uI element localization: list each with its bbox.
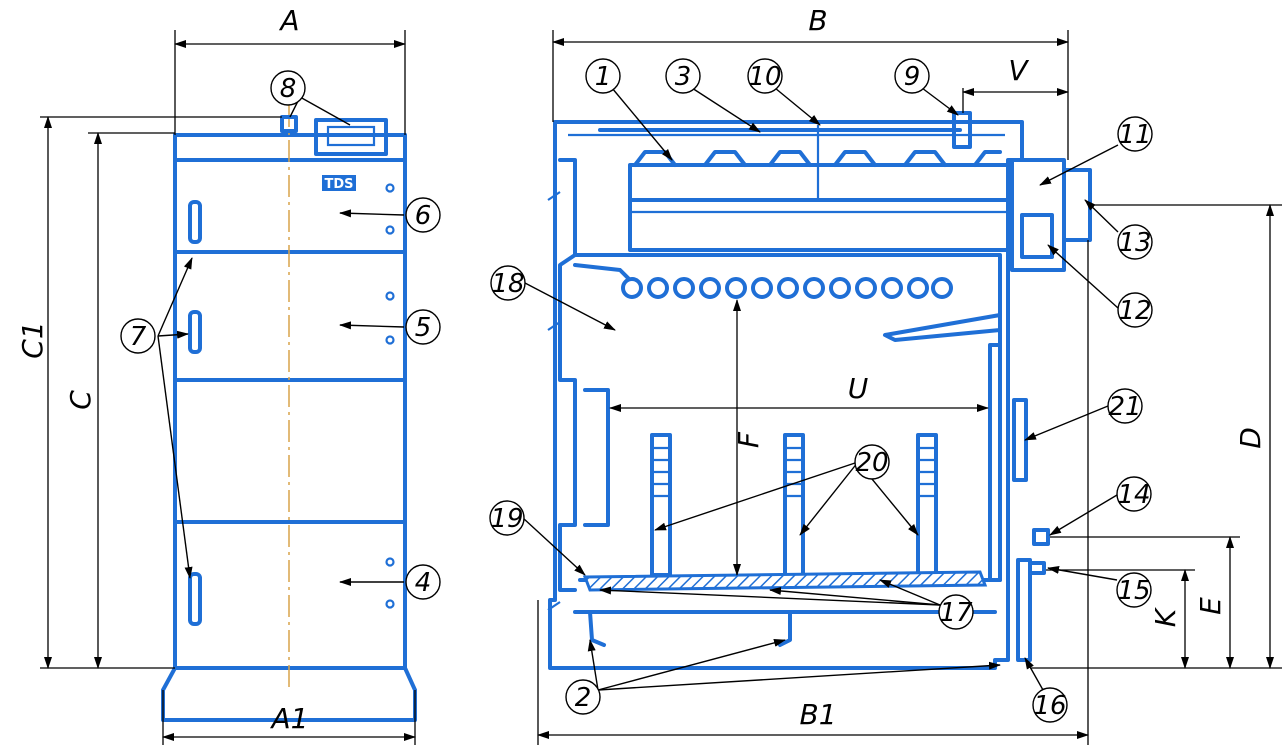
section-view — [547, 111, 1092, 670]
front-leaders — [157, 96, 405, 586]
front-base — [161, 666, 417, 722]
section-callout-13: 13 — [1117, 224, 1153, 260]
section-callout-9: 9 — [894, 58, 930, 94]
dim-label-B1: B1 — [799, 698, 836, 731]
cleaning-hatch — [1020, 213, 1054, 259]
svg-text:12: 12 — [1118, 296, 1151, 326]
dim-label-B: B — [808, 4, 827, 37]
section-callout-15: 15 — [1116, 572, 1152, 608]
dim-label-C1: C1 — [16, 321, 49, 358]
dim-label-V: V — [1008, 54, 1029, 87]
section-callout-12: 12 — [1117, 292, 1153, 328]
front-callout-8: 8 — [270, 70, 306, 106]
drain-pipe — [1016, 558, 1032, 662]
section-leaders — [522, 87, 1119, 691]
flue-outlet — [314, 118, 388, 156]
section-callout-11: 11 — [1117, 116, 1153, 152]
svg-text:2: 2 — [575, 683, 592, 713]
flue-outlet-inner — [326, 125, 376, 147]
front-inner-wall — [583, 388, 610, 527]
svg-text:16: 16 — [1033, 691, 1066, 721]
dim-label-K: K — [1149, 606, 1182, 627]
section-callout-2: 2 — [565, 679, 601, 715]
front-callout-7: 7 — [120, 318, 156, 354]
svg-text:15: 15 — [1117, 576, 1150, 606]
door-handle-bottom — [188, 572, 202, 626]
section-outer-casing — [548, 120, 1024, 670]
front-body-outline — [173, 133, 407, 670]
dim-label-D: D — [1234, 427, 1267, 449]
front-dimensions — [40, 30, 416, 745]
heat-exchanger-block — [628, 163, 1012, 252]
section-callout-21: 21 — [1107, 388, 1143, 424]
section-callout-16: 16 — [1032, 687, 1068, 723]
svg-text:7: 7 — [130, 322, 147, 352]
door-handle-middle — [188, 310, 202, 354]
logo-plate — [322, 175, 356, 191]
section-callout-14: 14 — [1116, 476, 1152, 512]
svg-text:11: 11 — [1118, 120, 1151, 150]
return-nozzle — [1028, 561, 1046, 575]
front-view: TDS A A1 C1 C — [16, 4, 441, 745]
supply-nozzle — [1032, 528, 1050, 546]
flue-pipe — [1062, 168, 1092, 242]
door-handle-top — [188, 200, 202, 244]
dim-label-F: F — [732, 431, 765, 448]
front-callout-6: 6 — [405, 197, 441, 233]
front-callout-4: 4 — [405, 564, 441, 600]
dim-label-U: U — [848, 372, 869, 405]
svg-text:1: 1 — [595, 62, 612, 92]
dim-label-A: A — [278, 4, 299, 37]
inclined-plate — [883, 313, 1002, 342]
section-front-door — [558, 158, 577, 592]
air-nozzle-row — [621, 277, 953, 299]
section-door-hinges — [547, 191, 561, 611]
section-callout-1: 1 — [585, 58, 621, 94]
svg-text:6: 6 — [415, 201, 432, 231]
section-callout-10: 10 — [747, 58, 783, 94]
svg-text:17: 17 — [939, 598, 973, 628]
front-top-cover — [173, 133, 407, 162]
front-leg — [588, 610, 606, 647]
heat-exchanger-ribs — [633, 150, 1002, 167]
svg-text:9: 9 — [904, 62, 921, 92]
section-callout-20: 20 — [854, 444, 890, 480]
section-dimensions — [537, 30, 1282, 745]
svg-text:3: 3 — [675, 62, 692, 92]
thermo-valve — [952, 111, 972, 149]
svg-text:21: 21 — [1108, 392, 1141, 422]
svg-text:20: 20 — [855, 448, 888, 478]
section-callout-17: 17 — [938, 594, 974, 630]
svg-text:18: 18 — [491, 269, 524, 299]
door-screws — [385, 183, 395, 609]
dim-label-E: E — [1194, 597, 1227, 615]
grate-hatched — [582, 570, 988, 592]
svg-text:4: 4 — [415, 568, 432, 598]
logo-text: TDS — [324, 177, 353, 192]
dim-label-A1: A1 — [270, 702, 309, 735]
dim-label-C: C — [64, 390, 97, 410]
section-callout-18: 18 — [490, 265, 526, 301]
rear-panel — [1012, 398, 1028, 482]
svg-text:14: 14 — [1117, 480, 1150, 510]
svg-text:8: 8 — [280, 74, 297, 104]
section-callout-19: 19 — [489, 500, 525, 536]
svg-text:19: 19 — [490, 504, 523, 534]
front-callout-5: 5 — [405, 309, 441, 345]
section-callout-3: 3 — [665, 58, 701, 94]
svg-text:5: 5 — [415, 313, 432, 343]
rear-water-jacket — [988, 343, 1002, 582]
front-top-fitting — [280, 115, 298, 133]
svg-text:13: 13 — [1118, 228, 1151, 258]
svg-text:10: 10 — [748, 62, 781, 92]
